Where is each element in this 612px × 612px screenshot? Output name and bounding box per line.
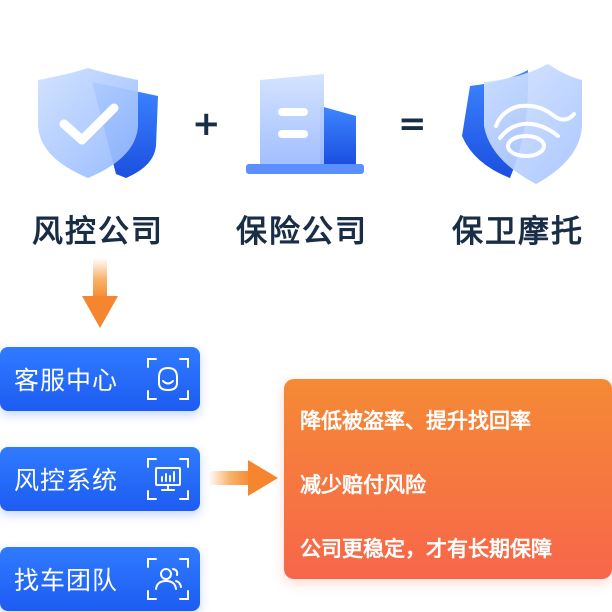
customer-service-smile-icon: [146, 357, 190, 401]
monitor-chart-icon: [146, 457, 190, 501]
benefit-item: 降低被盗率、提升找回率: [300, 409, 531, 433]
benefit-item: 减少赔付风险: [300, 473, 426, 497]
benefit-item: 公司更稳定，才有长期保障: [300, 537, 552, 561]
equals-sign: =: [398, 104, 427, 144]
service-risk-system[interactable]: 风控系统: [0, 447, 200, 511]
service-label: 客服中心: [14, 366, 119, 395]
service-label: 找车团队: [14, 566, 119, 595]
insurance-building-icon: [238, 72, 368, 182]
benefits-panel: 降低被盗率、提升找回率 减少赔付风险 公司更稳定，才有长期保障: [284, 379, 612, 579]
motorcycle-shield-icon: [450, 60, 590, 190]
term-risk-control-company: 风控公司: [32, 214, 164, 250]
service-label: 风控系统: [14, 466, 119, 495]
risk-control-shield-icon: [30, 66, 170, 186]
down-arrow-icon: [80, 258, 120, 330]
service-customer-center[interactable]: 客服中心: [0, 347, 200, 411]
term-motorcycle-protection: 保卫摩托: [452, 214, 584, 250]
right-arrow-icon: [208, 460, 278, 496]
term-insurance-company: 保险公司: [236, 214, 368, 250]
service-recovery-team[interactable]: 找车团队: [0, 547, 200, 611]
team-people-icon: [146, 557, 190, 601]
plus-sign: +: [192, 104, 221, 144]
